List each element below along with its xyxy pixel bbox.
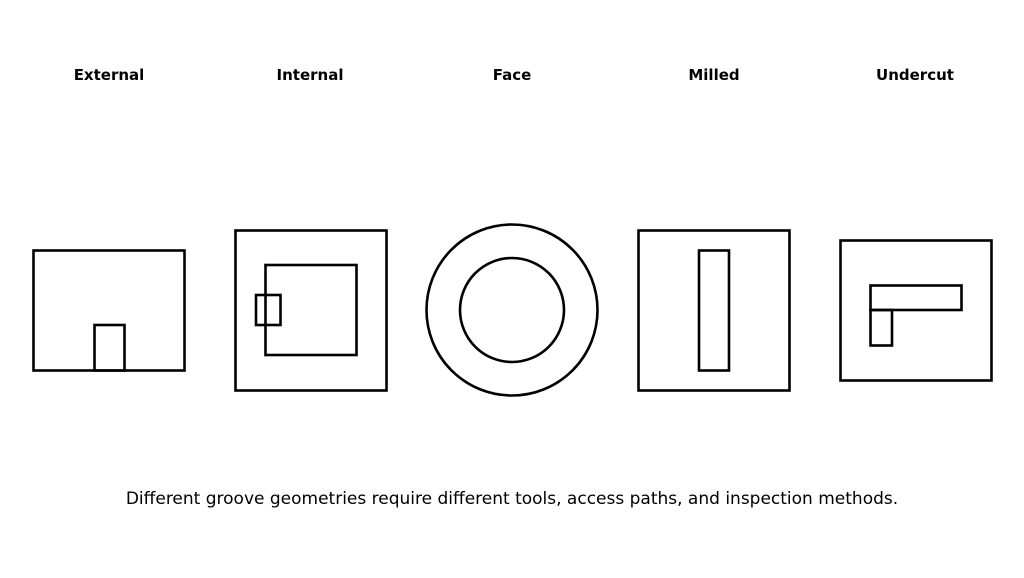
internal-outer-block bbox=[234, 229, 388, 392]
internal-groove-figure bbox=[234, 229, 388, 392]
external-groove bbox=[93, 323, 126, 372]
milled-outer-block bbox=[637, 229, 791, 392]
label-face: Face bbox=[492, 66, 532, 84]
label-internal: Internal bbox=[276, 66, 344, 84]
undercut-groove-figure bbox=[839, 239, 993, 382]
internal-bore bbox=[264, 263, 358, 357]
milled-groove-figure bbox=[637, 229, 791, 392]
label-milled: Milled bbox=[688, 66, 740, 84]
face-groove-figure bbox=[425, 223, 599, 397]
face-inner-circle bbox=[458, 256, 566, 364]
label-undercut: Undercut bbox=[876, 66, 954, 84]
undercut-outer-block bbox=[839, 239, 993, 382]
label-external: External bbox=[73, 66, 145, 84]
undercut-horizontal-channel bbox=[869, 284, 963, 312]
internal-groove bbox=[254, 293, 282, 327]
diagram-caption: Different groove geometries require diff… bbox=[125, 489, 899, 509]
external-groove-figure bbox=[32, 249, 186, 372]
face-outer-circle bbox=[425, 223, 599, 397]
milled-slot bbox=[697, 249, 731, 372]
undercut-vertical-channel bbox=[869, 308, 894, 347]
external-outer-block bbox=[32, 249, 186, 372]
